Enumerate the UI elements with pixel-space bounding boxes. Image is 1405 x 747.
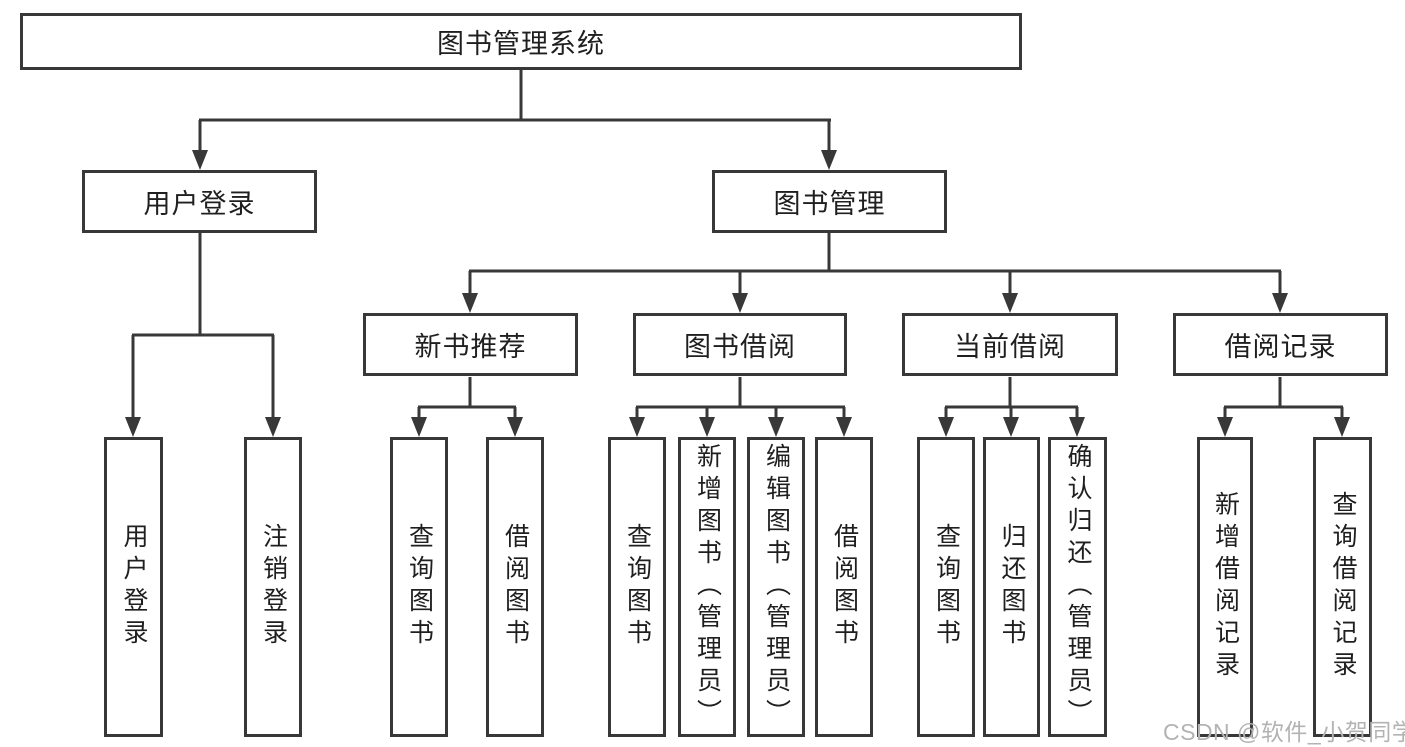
- arrowhead: [1334, 417, 1350, 437]
- leaf-confirm-return-admin: 确认归还（管理员）: [1048, 437, 1107, 737]
- new-book-recommend-connector: [411, 377, 523, 437]
- node-borrow-records: 借阅记录: [1173, 313, 1388, 376]
- leaf-borrow-books-recommend: 借阅图书: [486, 437, 544, 737]
- arrowhead: [1069, 417, 1085, 437]
- arrowhead: [1217, 417, 1233, 437]
- borrow-records-connector: [1217, 377, 1350, 437]
- node-current-borrowing: 当前借阅: [902, 313, 1118, 376]
- arrowhead: [699, 417, 715, 437]
- leaf-return-books: 归还图书: [983, 437, 1040, 737]
- arrowhead: [821, 150, 837, 170]
- current-borrowing-connector: [938, 377, 1085, 437]
- leaf-query-borrow-record: 查询借阅记录: [1313, 437, 1372, 737]
- book-management-connector: [462, 233, 1288, 313]
- node-new-book-recommend: 新书推荐: [363, 313, 578, 376]
- arrowhead: [507, 417, 523, 437]
- leaf-add-books-admin: 新增图书（管理员）: [678, 437, 736, 737]
- arrowhead: [125, 417, 141, 437]
- leaf-query-books-recommend: 查询图书: [390, 437, 448, 737]
- arrowhead: [1003, 417, 1019, 437]
- leaf-edit-books-admin: 编辑图书（管理员）: [747, 437, 805, 737]
- node-book-borrowing: 图书借阅: [633, 313, 847, 376]
- node-library-management-system: 图书管理系统: [20, 13, 1022, 70]
- node-user-login: 用户登录: [82, 170, 317, 233]
- arrowhead: [732, 293, 748, 313]
- user-login-connector: [125, 233, 281, 437]
- arrowhead: [629, 417, 645, 437]
- leaf-query-books-borrowing: 查询图书: [608, 437, 666, 737]
- leaf-user-login: 用户登录: [104, 437, 163, 737]
- node-book-management: 图书管理: [712, 170, 947, 233]
- arrowhead: [1272, 293, 1288, 313]
- book-borrowing-connector: [629, 377, 852, 437]
- leaf-logout: 注销登录: [244, 437, 302, 737]
- arrowhead: [462, 293, 478, 313]
- leaf-add-borrow-record: 新增借阅记录: [1197, 437, 1253, 737]
- arrowhead: [265, 417, 281, 437]
- arrowhead: [192, 150, 208, 170]
- root-connector: [192, 70, 837, 170]
- arrowhead: [938, 417, 954, 437]
- arrowhead: [836, 417, 852, 437]
- arrowhead: [768, 417, 784, 437]
- leaf-borrow-books: 借阅图书: [815, 437, 873, 737]
- arrowhead: [411, 417, 427, 437]
- csdn-watermark: CSDN @软件_小贺同学: [1163, 719, 1405, 745]
- arrowhead: [1002, 293, 1018, 313]
- leaf-query-books-current: 查询图书: [917, 437, 975, 737]
